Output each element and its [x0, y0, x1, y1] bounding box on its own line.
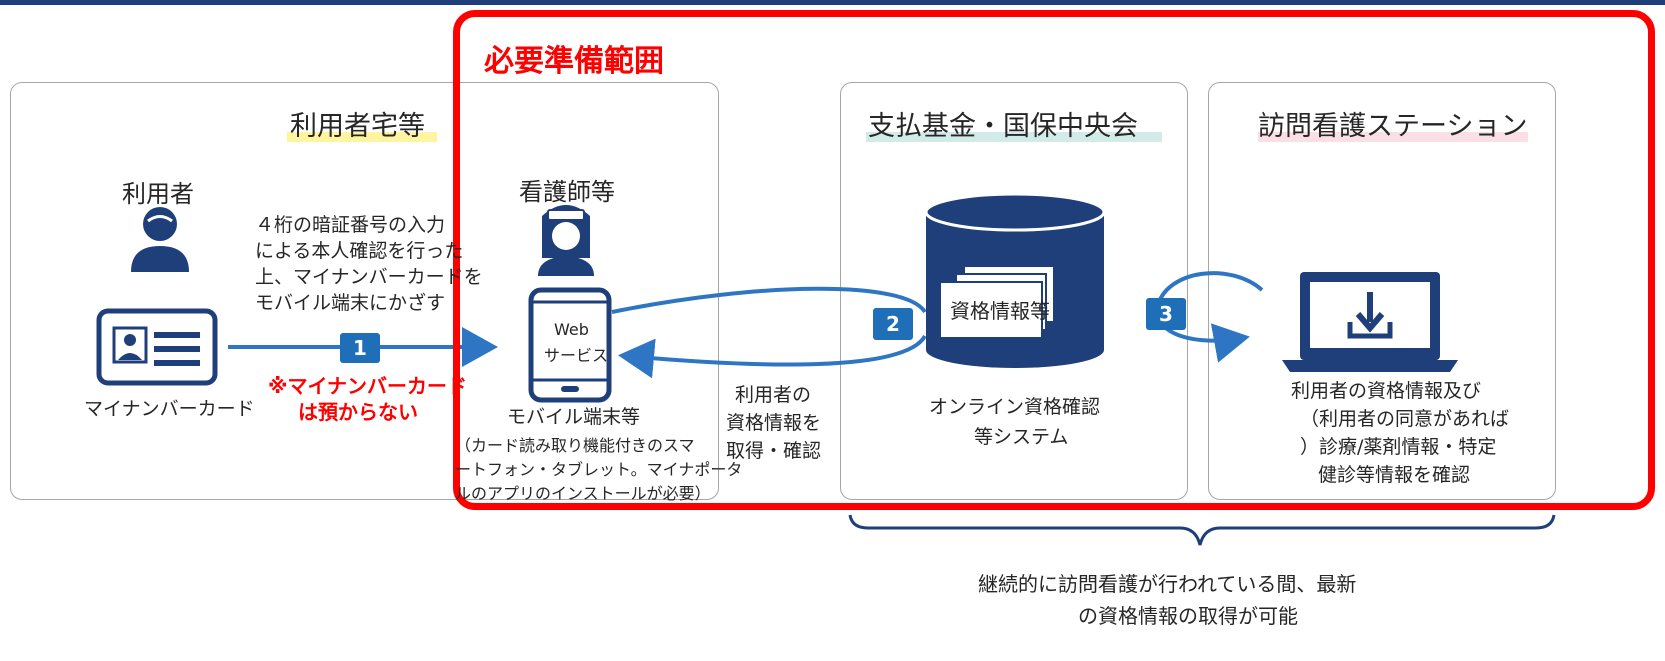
instruction-line-2: による本人確認を行った	[255, 240, 464, 262]
title-highlight-pink	[1258, 132, 1528, 142]
station-desc-line-3: ）診療/薬剤情報・特定	[1300, 436, 1497, 458]
panel-title-station: 訪問看護ステーション	[1258, 111, 1528, 142]
station-desc-line-4: 健診等情報を確認	[1318, 464, 1471, 486]
device-note-line-1: （カード読み取り機能付きのスマ	[455, 436, 695, 455]
device-screen-line-2: サービス	[544, 346, 609, 365]
device-label: モバイル端末等	[507, 406, 641, 428]
top-banner-bar	[0, 0, 1665, 5]
exchange-line-1: 利用者の	[735, 384, 812, 406]
station-desc-line-1: 利用者の資格情報及び	[1291, 380, 1482, 402]
title-highlight-green	[866, 132, 1162, 142]
panel-title-user-home: 利用者宅等	[290, 111, 425, 142]
required-range-frame	[453, 10, 1655, 510]
instruction-line-1: ４桁の暗証番号の入力	[255, 214, 446, 236]
system-line-2: 等システム	[974, 426, 1069, 448]
footer-line-1: 継続的に訪問看護が行われている間、最新	[978, 572, 1357, 596]
nurse-title: 看護師等	[519, 178, 615, 206]
title-highlight-yellow	[287, 132, 437, 142]
footer-line-2: の資格情報の取得が可能	[1078, 604, 1298, 628]
instruction-line-4: モバイル端末にかざす	[255, 292, 446, 314]
arrow-device-to-database	[611, 286, 927, 314]
system-line-1: オンライン資格確認	[929, 396, 1101, 418]
panel-title-payment-fund: 支払基金・国保中央会	[868, 111, 1138, 142]
step1-warning-line-2: は預からない	[298, 400, 418, 424]
arrow-database-to-device	[618, 334, 927, 379]
card-label: マイナンバーカード	[84, 398, 255, 420]
device-note-line-3: ルのアプリのインストールが必要）	[455, 484, 711, 503]
station-desc-line-2: （利用者の同意があれば	[1300, 408, 1510, 430]
exchange-line-2: 資格情報を	[726, 412, 822, 434]
required-range-label: 必要準備範囲	[484, 44, 664, 79]
step2-badge: 2	[873, 308, 913, 340]
step1-badge: 1	[340, 333, 380, 363]
curly-brace-icon	[848, 514, 1556, 546]
user-title: 利用者	[122, 180, 194, 208]
device-screen-line-1: Web	[554, 320, 589, 339]
step1-warning-line-1: ※マイナンバーカード	[268, 374, 468, 398]
device-note-line-2: ートフォン・タブレット。マイナポータ	[455, 460, 743, 479]
step3-badge: 3	[1146, 298, 1186, 330]
instruction-line-3: 上、マイナンバーカードを	[255, 266, 483, 288]
database-doc-label: 資格情報等	[950, 299, 1050, 323]
exchange-line-3: 取得・確認	[726, 440, 822, 462]
